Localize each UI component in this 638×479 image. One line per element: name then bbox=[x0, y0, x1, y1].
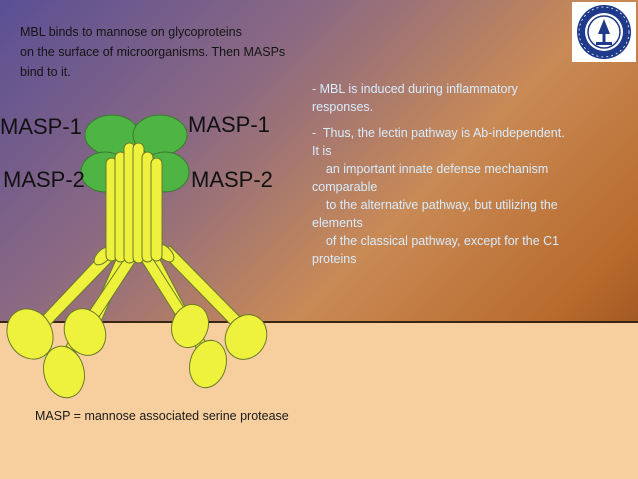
collagen-stalk-strand bbox=[150, 157, 163, 262]
bullet-line: It is bbox=[312, 144, 332, 158]
intro-line: MBL binds to mannose on glycoproteins bbox=[20, 25, 242, 39]
bullet-line: - MBL is induced during inflammatory bbox=[312, 82, 518, 96]
crd-head bbox=[170, 303, 210, 349]
footnote: MASP = mannose associated serine proteas… bbox=[35, 409, 289, 423]
bullet-line: an important innate defense mechanism bbox=[312, 162, 549, 176]
intro-line: bind to it. bbox=[20, 65, 71, 79]
masp2-left-label: MASP-2 bbox=[3, 167, 85, 192]
bullet-line: to the alternative pathway, but utilizin… bbox=[312, 198, 558, 212]
university-emblem-icon bbox=[572, 2, 636, 62]
bullet-text: - MBL is induced during inflammatory res… bbox=[312, 80, 630, 268]
masp1-left-label: MASP-1 bbox=[0, 114, 82, 139]
bullet-line: elements bbox=[312, 216, 363, 230]
bullet-line: comparable bbox=[312, 180, 378, 194]
crd-head bbox=[43, 345, 85, 399]
microorganism-surface bbox=[0, 321, 638, 479]
bullet-line: of the classical pathway, except for the… bbox=[312, 234, 560, 248]
crd-head bbox=[63, 308, 107, 356]
bullet-line: - Thus, the lectin pathway is Ab-indepen… bbox=[312, 126, 565, 140]
intro-line: on the surface of microorganisms. Then M… bbox=[20, 45, 286, 59]
bullet-line: responses. bbox=[312, 100, 374, 114]
intro-text: MBL binds to mannose on glycoproteins on… bbox=[20, 22, 340, 82]
crd-head bbox=[224, 314, 268, 360]
masp2-right-label: MASP-2 bbox=[191, 167, 273, 192]
bullet-line: proteins bbox=[312, 252, 357, 266]
crd-head bbox=[6, 308, 54, 360]
crd-head bbox=[189, 339, 227, 389]
masp1-right-label: MASP-1 bbox=[188, 112, 270, 137]
